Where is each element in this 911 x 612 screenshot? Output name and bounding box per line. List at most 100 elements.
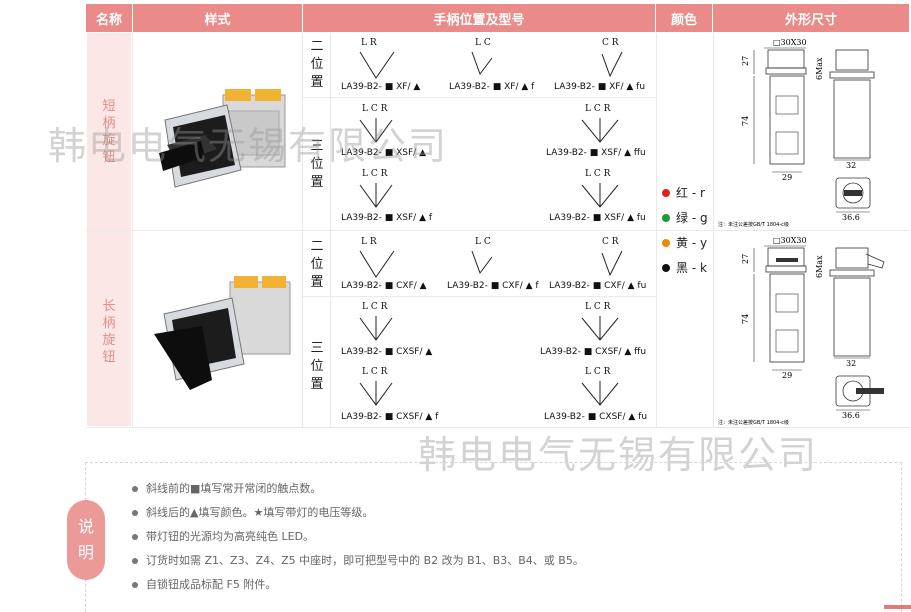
- char: 位: [310, 57, 324, 72]
- char: 二: [310, 239, 324, 254]
- model-code: LA39-B2- ■ XF/ ▲: [341, 82, 421, 92]
- position-letters: L C R: [585, 104, 611, 114]
- handle-diagram: [581, 316, 619, 341]
- char: 说: [77, 517, 94, 536]
- color-option-yellow: 黄 - y: [662, 234, 707, 251]
- dim-36: 36.6: [842, 213, 860, 222]
- dim-32: 32: [846, 161, 856, 170]
- handle-diagram: [581, 118, 619, 143]
- short-knob-switch-image: [159, 89, 286, 188]
- row-divider: [302, 97, 656, 98]
- position-letters: L C R: [362, 367, 388, 377]
- tolerance-note: 注：未注公差按GB/T 1804-c级: [718, 221, 789, 228]
- note-item: 斜线后的▲填写颜色。★填写带灯的电压等级。: [130, 501, 584, 525]
- handle-diagram: [359, 381, 393, 406]
- watermark: 韩电电气无锡有限公司: [418, 433, 819, 477]
- col-divider: [713, 33, 714, 427]
- char: 旋: [102, 333, 116, 348]
- header-name: 名称: [86, 4, 133, 32]
- handle-diagram: [601, 250, 623, 277]
- char: 钮: [102, 150, 116, 165]
- col-divider: [132, 33, 133, 427]
- col-divider: [656, 33, 657, 427]
- handle-diagram: [601, 51, 623, 78]
- notes-list: 斜线前的■填写常开常闭的触点数。 斜线后的▲填写颜色。★填写带灯的电压等级。 带…: [130, 477, 584, 597]
- dim-74: 74: [741, 314, 750, 324]
- color-option-green: 绿 - g: [662, 209, 708, 226]
- color-option-red: 红 - r: [662, 184, 705, 201]
- position-letters: L C R: [362, 169, 388, 179]
- col-divider: [302, 33, 303, 427]
- header-dimensions: 外形尺寸: [713, 4, 910, 32]
- note-item: 斜线前的■填写常开常闭的触点数。: [130, 477, 584, 501]
- color-label: 黄 - y: [676, 236, 708, 250]
- position-letters: L C R: [585, 367, 611, 377]
- model-code: LA39-B2- ■ CXF/ ▲: [341, 281, 427, 291]
- dim-29: 29: [782, 371, 792, 380]
- position-letters: L R: [361, 38, 377, 48]
- color-label: 绿 - g: [676, 211, 708, 225]
- dim-36: 36.6: [842, 411, 860, 420]
- handle-diagram: [359, 118, 393, 143]
- note-item: 带灯钮的光源均为高亮纯色 LED。: [130, 525, 584, 549]
- dim-27: 27: [741, 56, 750, 66]
- model-code: LA39-B2- ■ XSF/ ▲ f: [341, 213, 433, 223]
- char: 三: [310, 139, 324, 154]
- char: 旋: [102, 133, 116, 148]
- dim-top-label: □30X30: [773, 236, 807, 245]
- model-code: LA39-B2- ■ CXF/ ▲ f: [447, 281, 539, 291]
- handle-diagram: [359, 250, 395, 278]
- char: 位: [310, 157, 324, 172]
- handle-diagram: [471, 51, 493, 76]
- table-bottom: [86, 427, 910, 428]
- green-dot-icon: [662, 213, 670, 222]
- header-style: 样式: [133, 4, 303, 32]
- position-label-three: 三 位 置: [306, 340, 328, 394]
- long-knob-switch-image: [154, 276, 291, 390]
- model-code: LA39-B2- ■ CXSF/ ▲ fu: [544, 412, 648, 422]
- position-letters: L C R: [585, 169, 611, 179]
- col-divider: [330, 33, 331, 427]
- model-code: LA39-B2- ■ XF/ ▲ f: [449, 82, 535, 92]
- position-label-two: 二 位 置: [306, 238, 328, 292]
- char: 置: [310, 175, 324, 190]
- position-label-two: 二 位 置: [306, 38, 328, 92]
- model-code: LA39-B2- ■ XSF/ ▲ ffu: [546, 148, 646, 158]
- explain-badge: 说 明: [67, 500, 105, 580]
- char: 明: [77, 543, 94, 562]
- position-letters: L C R: [362, 302, 388, 312]
- char: 位: [310, 257, 324, 272]
- color-label: 红 - r: [676, 186, 705, 200]
- color-option-black: 黑 - k: [662, 259, 707, 276]
- dim-32: 32: [846, 359, 856, 368]
- char: 钮: [102, 350, 116, 365]
- position-letters: L C R: [585, 302, 611, 312]
- row-divider: [302, 296, 656, 297]
- handle-diagram: [471, 250, 493, 275]
- position-letters: C R: [602, 38, 619, 48]
- note-item: 自锁钮成品标配 F5 附件。: [130, 573, 584, 597]
- handle-diagram: [581, 183, 619, 208]
- char: 置: [310, 75, 324, 90]
- char: 柄: [102, 316, 116, 331]
- notes-box: 斜线前的■填写常开常闭的触点数。 斜线后的▲填写颜色。★填写带灯的电压等级。 带…: [85, 462, 902, 612]
- dim-top-label: □30X30: [773, 38, 807, 47]
- char: 长: [102, 299, 116, 314]
- dim-6max: 6Max: [815, 255, 824, 278]
- dim-29: 29: [782, 173, 792, 182]
- corner-accent: [884, 605, 911, 609]
- header-color: 颜色: [656, 4, 713, 32]
- dim-27: 27: [741, 254, 750, 264]
- handle-diagram: [359, 183, 393, 208]
- position-letters: L C R: [362, 104, 388, 114]
- model-code: LA39-B2- ■ CXSF/ ▲: [341, 347, 433, 357]
- red-dot-icon: [662, 188, 670, 197]
- handle-diagram: [359, 51, 395, 79]
- note-item: 订货时如需 Z1、Z3、Z4、Z5 中座时，即可把型号中的 B2 改为 B1、B…: [130, 549, 584, 573]
- position-letters: C R: [602, 237, 619, 247]
- model-code: LA39-B2- ■ CXF/ ▲ fu: [549, 281, 647, 291]
- char: 三: [310, 341, 324, 356]
- product-name-long: 长 柄 旋 钮: [87, 298, 131, 366]
- model-code: LA39-B2- ■ XF/ ▲ fu: [554, 82, 646, 92]
- handle-diagram: [359, 316, 393, 341]
